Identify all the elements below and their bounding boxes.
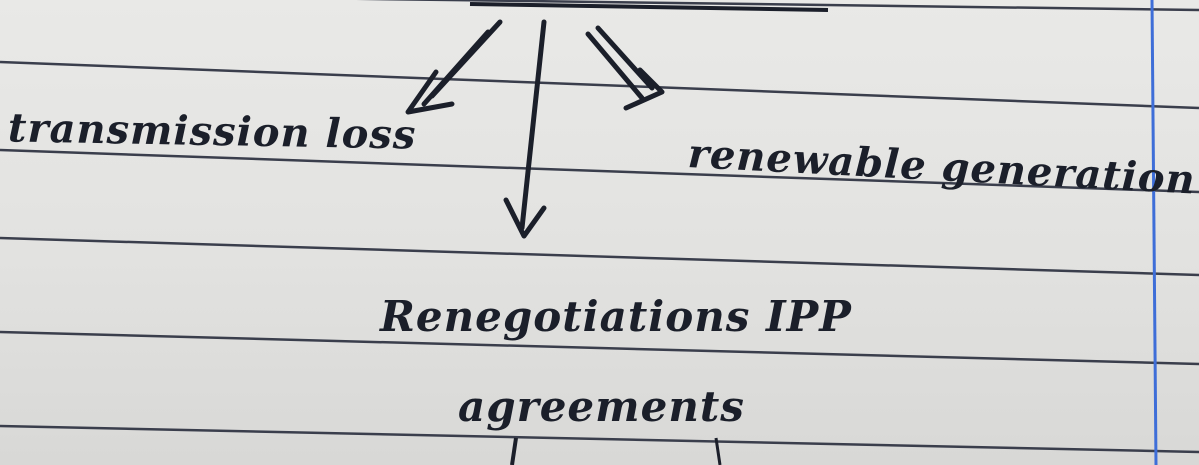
- heading-underline: [469, 2, 829, 12]
- note-bottom-line1: Renegotiations IPP: [380, 292, 852, 341]
- arrow-down-left-icon: [405, 19, 503, 115]
- arrow-down-right-icon: [585, 25, 665, 111]
- note-bottom-line2: agreements: [458, 382, 745, 431]
- arrow-down-icon: [503, 19, 547, 239]
- note-left-branch: transmission loss: [7, 104, 417, 159]
- margin-line: [1150, 0, 1158, 465]
